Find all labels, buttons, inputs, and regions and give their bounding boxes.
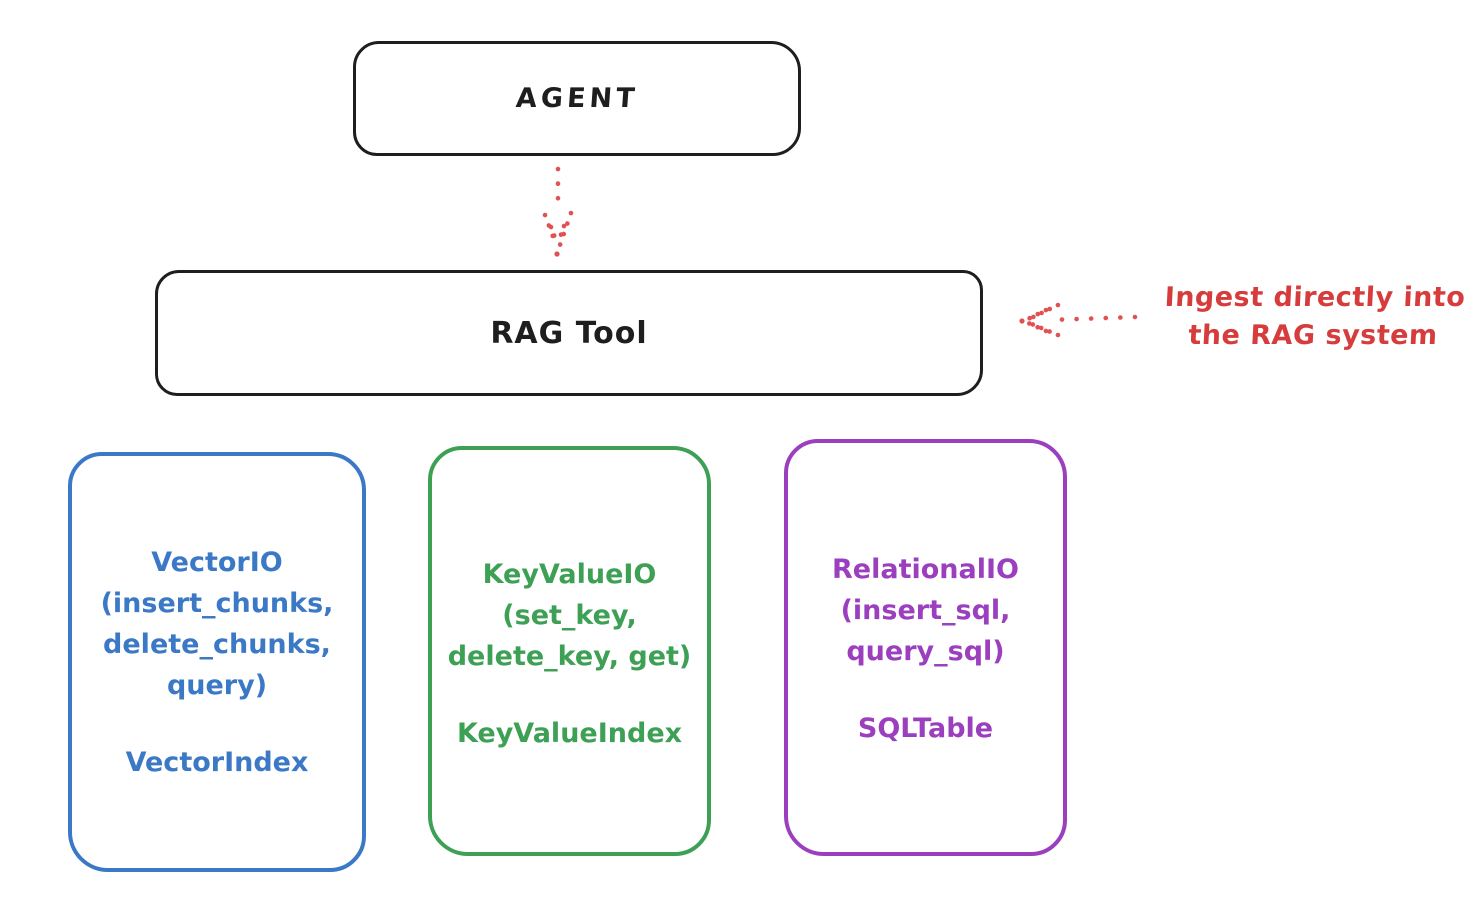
- keyvalue-io-arg: (set_key,: [502, 600, 637, 631]
- sql-table-label: SQLTable: [857, 713, 994, 744]
- agent-box: AGENT: [353, 41, 801, 156]
- vector-io-title: VectorIO: [151, 547, 283, 578]
- vector-io-box: VectorIO (insert_chunks, delete_chunks, …: [68, 452, 366, 872]
- vector-io-arg: (insert_chunks,: [100, 588, 334, 619]
- annotation-to-ragtool-arrow: [1019, 302, 1138, 338]
- keyvalue-io-title: KeyValueIO: [482, 559, 657, 590]
- ingest-annotation-line1: Ingest directly into: [1163, 282, 1467, 313]
- relational-io-title: RelationalIO: [832, 554, 1019, 585]
- relational-io-box: RelationalIO (insert_sql, query_sql) SQL…: [784, 439, 1067, 856]
- vector-index-label: VectorIndex: [125, 747, 309, 778]
- agent-label: AGENT: [514, 83, 640, 114]
- relational-io-arg: query_sql): [846, 636, 1005, 667]
- ingest-annotation: Ingest directly into the RAG system: [1143, 279, 1484, 355]
- keyvalue-index-label: KeyValueIndex: [456, 718, 683, 749]
- rag-tool-label: RAG Tool: [490, 315, 648, 351]
- rag-tool-box: RAG Tool: [155, 270, 983, 396]
- keyvalue-io-box: KeyValueIO (set_key, delete_key, get) Ke…: [428, 446, 711, 856]
- relational-io-arg: (insert_sql,: [840, 595, 1011, 626]
- agent-to-ragtool-arrow: [542, 166, 574, 257]
- vector-io-arg: delete_chunks,: [103, 629, 331, 660]
- ingest-annotation-line2: the RAG system: [1187, 320, 1439, 351]
- vector-io-arg: query): [166, 670, 268, 701]
- keyvalue-io-arg: delete_key, get): [447, 641, 692, 672]
